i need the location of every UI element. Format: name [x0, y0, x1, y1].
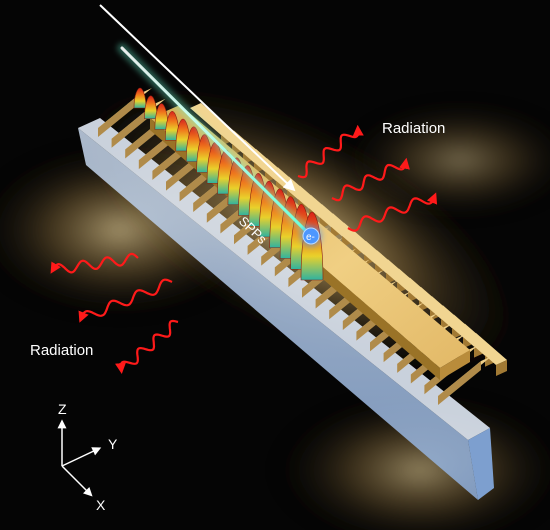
incident-arrow	[99, 4, 296, 192]
radiation-label-top: Radiation	[382, 120, 445, 137]
radiation-wave-icon	[115, 319, 179, 374]
axis-x-label: X	[96, 497, 106, 513]
radiation-wave-icon	[50, 252, 139, 274]
radiation-waves	[50, 124, 438, 374]
electron-icon: e-	[300, 225, 322, 247]
radiation-wave-icon	[331, 157, 410, 202]
xyz-axes-icon: Z Y X	[57, 401, 118, 513]
radiation-label-bottom: Radiation	[30, 342, 93, 359]
radiation-wave-icon	[78, 278, 173, 323]
spp-field-lobe	[133, 87, 147, 109]
axis-y-label: Y	[108, 436, 118, 452]
electron-label: e-	[306, 232, 315, 243]
radiation-wave-icon	[297, 124, 364, 179]
axis-z-label: Z	[58, 401, 67, 417]
grating-tooth	[438, 356, 492, 405]
electron-beam	[117, 43, 310, 235]
grating-tooth	[465, 333, 507, 376]
spp-field-lobe	[144, 95, 158, 120]
radiation-wave-icon	[347, 192, 438, 232]
